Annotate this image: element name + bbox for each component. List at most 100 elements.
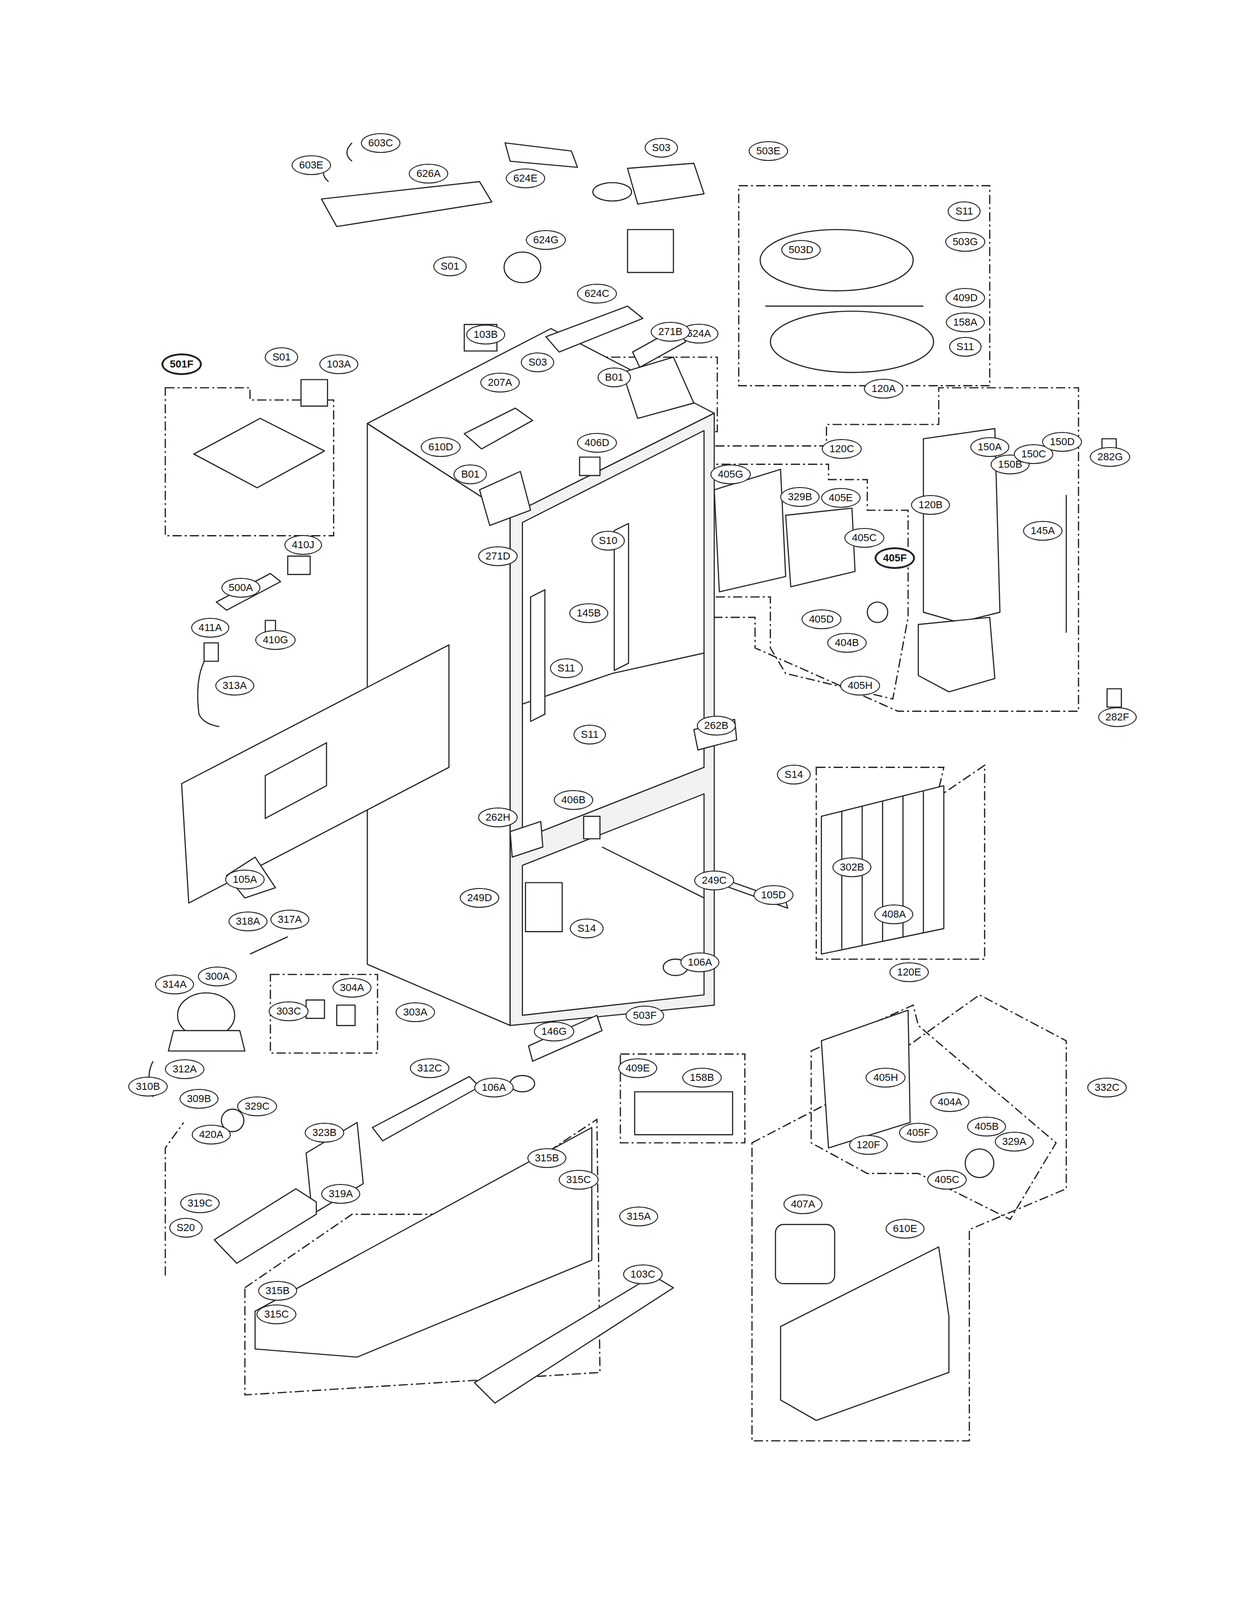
callout-number: 410G (255, 630, 296, 651)
callout-number: 406B (553, 790, 593, 811)
callout-number: S10 (591, 530, 625, 551)
callout-number: 262H (478, 807, 519, 828)
hinge-cover (464, 408, 533, 450)
empty-callout (592, 182, 632, 201)
callout-number: 319C (180, 1193, 221, 1214)
duct (923, 428, 1001, 623)
cover-panel (265, 743, 327, 819)
callout-number: S14 (570, 918, 604, 939)
callout-number: 249C (694, 870, 735, 891)
callout-number: S20 (168, 1218, 203, 1238)
duct (372, 1077, 480, 1142)
callout-number: 405D (801, 609, 842, 630)
callout-number: 302B (832, 857, 872, 878)
callout-number: 405F (899, 1123, 938, 1143)
callout-number: S03 (521, 352, 555, 373)
fresh-food-liner (522, 430, 705, 839)
callout-number: 500A (221, 578, 261, 598)
tube (505, 143, 578, 168)
callout-number: 624G (525, 230, 567, 250)
callout-number: 410J (284, 535, 322, 555)
callout-number: 120A (863, 378, 903, 399)
bracket (579, 457, 600, 476)
heater (765, 305, 924, 307)
callout-number: 103C (622, 1264, 663, 1285)
block (287, 556, 311, 575)
guide (321, 181, 492, 227)
bracket (525, 883, 563, 933)
callout-number: 332C (1087, 1077, 1128, 1098)
glass (193, 418, 325, 488)
relay (336, 1005, 355, 1026)
callout-number: 103B (466, 324, 506, 345)
callout-number: 300A (197, 966, 237, 987)
callout-number: 405H (840, 675, 881, 696)
callout-number: 105A (225, 869, 265, 890)
callout-number: 407A (783, 1194, 823, 1215)
leveling-leg (510, 1075, 535, 1093)
compressor-base (168, 1030, 246, 1052)
hinge (479, 471, 531, 526)
callout-number: 501F (161, 353, 202, 376)
callout-number: S11 (573, 724, 607, 745)
callout-number: 271B (650, 321, 690, 342)
cabinet-front (510, 413, 715, 1026)
group-outline (816, 765, 985, 960)
callout-number: 282G (1089, 447, 1131, 467)
callout-number: 503E (748, 141, 788, 161)
group-outline (738, 185, 990, 386)
callout-number: S03 (644, 137, 678, 158)
freezer-liner (522, 794, 705, 1016)
callout-number: 312C (409, 1058, 450, 1079)
bracket (528, 1015, 603, 1062)
heater (1065, 495, 1067, 634)
callout-number: 158A (945, 312, 985, 333)
base-plate (255, 1127, 592, 1358)
housing (546, 306, 644, 353)
callout-number: 207A (480, 372, 520, 393)
callout-number: S14 (777, 764, 811, 785)
callout-number: 603C (360, 133, 401, 153)
evaporator (821, 786, 944, 955)
callout-number: 405E (820, 488, 861, 508)
callout-number: 120F (849, 1135, 888, 1156)
controller (627, 229, 674, 273)
callout-number: 303A (395, 1002, 435, 1023)
callout-number: 319A (321, 1184, 361, 1205)
callout-number: 405C (844, 528, 885, 548)
liner-line (522, 653, 705, 705)
hinge (510, 821, 543, 858)
callout-number: 404B (827, 633, 867, 653)
callout-number: 329C (237, 1096, 278, 1117)
callout-number: 409D (945, 288, 986, 308)
cord (197, 653, 220, 727)
group-outline (165, 387, 334, 536)
board (216, 573, 282, 611)
callout-number: 106A (474, 1077, 514, 1098)
callout-number: S11 (948, 201, 981, 222)
clip (1107, 689, 1122, 708)
valve (504, 252, 541, 283)
callout-number: 411A (191, 618, 230, 638)
callout-number: S11 (549, 658, 583, 679)
sensor (249, 937, 288, 955)
callout-number: 313A (215, 675, 255, 696)
callout-number: B01 (597, 367, 631, 388)
callout-number: 310B (128, 1077, 168, 1097)
callout-number: 318A (228, 911, 268, 932)
callout-number: 317A (270, 909, 310, 930)
cover (775, 1224, 835, 1285)
callout-number: 262B (696, 715, 736, 736)
callout-number: S01 (433, 256, 467, 277)
group-outline (811, 1005, 1056, 1220)
callout-number: 503D (780, 240, 821, 260)
plate (821, 1010, 911, 1149)
hinge (622, 357, 694, 419)
plate (714, 469, 786, 592)
callout-number: 404A (930, 1092, 970, 1113)
callout-number: 408A (874, 904, 914, 925)
callout-number: 312A (165, 1059, 205, 1080)
duct (918, 617, 996, 692)
callout-number: S11 (948, 337, 982, 357)
